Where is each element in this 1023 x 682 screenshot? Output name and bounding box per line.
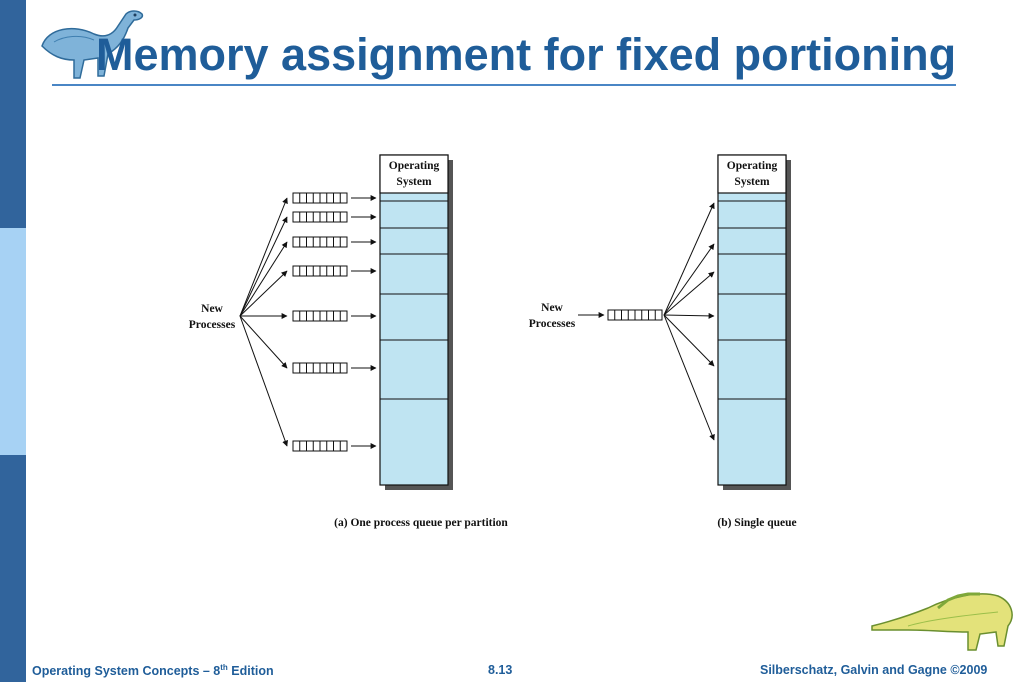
- fan-arrow: [663, 271, 715, 316]
- queue: [292, 192, 348, 204]
- queue: [292, 440, 348, 452]
- dinosaur-footer-icon: [871, 592, 1013, 651]
- os-label-b-line2: System: [734, 176, 770, 188]
- fan-arrow: [663, 243, 715, 316]
- fan-arrow: [239, 270, 288, 317]
- footer-book-prefix: Operating System Concepts – 8: [32, 664, 221, 679]
- memory-block-a: [379, 154, 449, 486]
- new-processes-label-b-line2: Processes: [529, 318, 576, 330]
- footer-authors: Silberschatz, Galvin and Gagne ©2009: [760, 663, 988, 677]
- new-processes-label-b-line1: New: [541, 302, 563, 314]
- single-queue-fan-arrows: [663, 202, 715, 441]
- os-partition-a: [379, 154, 449, 194]
- side-bar-bottom: [0, 455, 26, 682]
- os-label-b-line1: Operating: [727, 160, 778, 172]
- fan-arrow: [663, 312, 715, 319]
- fan-arrow: [239, 241, 288, 317]
- side-bar-middle: [0, 228, 26, 455]
- process-queues-a: [239, 192, 377, 452]
- page-title: Memory assignment for fixed portioning: [96, 29, 957, 80]
- title-underline: [52, 84, 956, 86]
- fan-arrow: [239, 216, 288, 317]
- queue: [292, 362, 348, 374]
- side-bar-top: [0, 0, 26, 228]
- os-label-a-line1: Operating: [389, 160, 440, 172]
- queue: [292, 211, 348, 223]
- queue: [292, 265, 348, 277]
- caption-b: (b) Single queue: [717, 517, 796, 529]
- memory-column-b: Operating System: [717, 154, 791, 490]
- queue: [292, 236, 348, 248]
- fan-arrow: [663, 202, 715, 316]
- fan-arrow: [239, 315, 288, 369]
- single-process-queue: [607, 309, 663, 321]
- queue: [292, 310, 348, 322]
- fan-arrow: [663, 314, 715, 367]
- memory-column-a: Operating System: [379, 154, 453, 490]
- caption-a: (a) One process queue per partition: [334, 517, 508, 529]
- side-accent-bar: [0, 0, 26, 682]
- fan-arrow: [663, 314, 715, 441]
- footer-book-suffix: Edition: [227, 664, 274, 679]
- new-processes-label-a-line1: New: [201, 303, 223, 315]
- fan-arrow: [239, 315, 288, 447]
- footer-page-number: 8.13: [488, 663, 513, 677]
- queue: [607, 309, 663, 321]
- footer-book-sup: th: [220, 663, 228, 672]
- dinosaur-logo-icon: [41, 10, 144, 79]
- fan-arrow: [239, 197, 288, 317]
- os-label-a-line2: System: [396, 176, 432, 188]
- os-partition-b: [717, 154, 787, 194]
- new-processes-label-a-line2: Processes: [189, 319, 236, 331]
- footer-book-title: Operating System Concepts – 8th Edition: [32, 663, 274, 678]
- memory-block-b: [717, 154, 787, 486]
